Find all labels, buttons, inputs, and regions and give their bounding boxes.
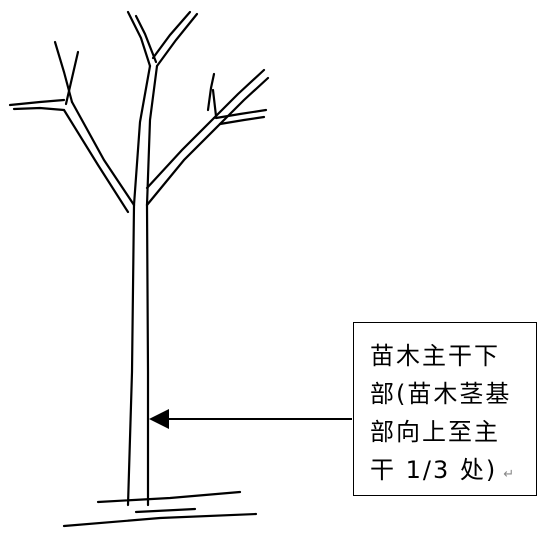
- callout-line-2: 部(苗木茎基: [370, 380, 512, 408]
- twig-right-up-inner: [211, 88, 218, 118]
- twig-center-right: [155, 12, 199, 68]
- branch-left-upper-edge: [70, 100, 136, 207]
- callout-line-4: 干 1/3 处) ↵: [370, 451, 536, 494]
- branch-right-upper-edge: [145, 116, 216, 190]
- twig-right-short-top: [214, 108, 268, 120]
- twig-left-horizontal-bottom: [12, 106, 66, 112]
- callout-box: 苗木主干下 部(苗木茎基 部向上至主 干 1/3 处) ↵: [353, 322, 537, 496]
- twig-right-short-bottom: [218, 115, 266, 126]
- twig-left-horizontal-top: [8, 98, 66, 107]
- twig-right-up: [206, 72, 216, 112]
- callout-line-3: 部向上至主: [370, 418, 500, 446]
- branch-left-lower-edge: [62, 108, 130, 214]
- branch-center-left-edge: [132, 64, 152, 207]
- twig-center-left: [126, 10, 152, 68]
- twig-left-up-inner: [64, 50, 80, 106]
- trunk-left-edge: [126, 203, 136, 507]
- paragraph-mark-icon: ↵: [503, 467, 515, 482]
- ground-line-middle: [134, 507, 197, 514]
- tree-drawing: [8, 10, 270, 528]
- callout-line-1: 苗木主干下: [370, 342, 500, 370]
- trunk-right-edge: [145, 203, 150, 507]
- branch-right-lower-edge: [145, 122, 222, 207]
- ground-line-top: [96, 490, 242, 504]
- twig-right-long: [212, 68, 266, 120]
- twig-center-right-inner: [151, 10, 192, 60]
- twig-center-left-inner: [134, 14, 158, 64]
- branch-center-right-edge: [145, 64, 159, 207]
- ground-line-bottom: [62, 512, 258, 528]
- callout-line-4-text: 干 1/3 处): [370, 456, 498, 484]
